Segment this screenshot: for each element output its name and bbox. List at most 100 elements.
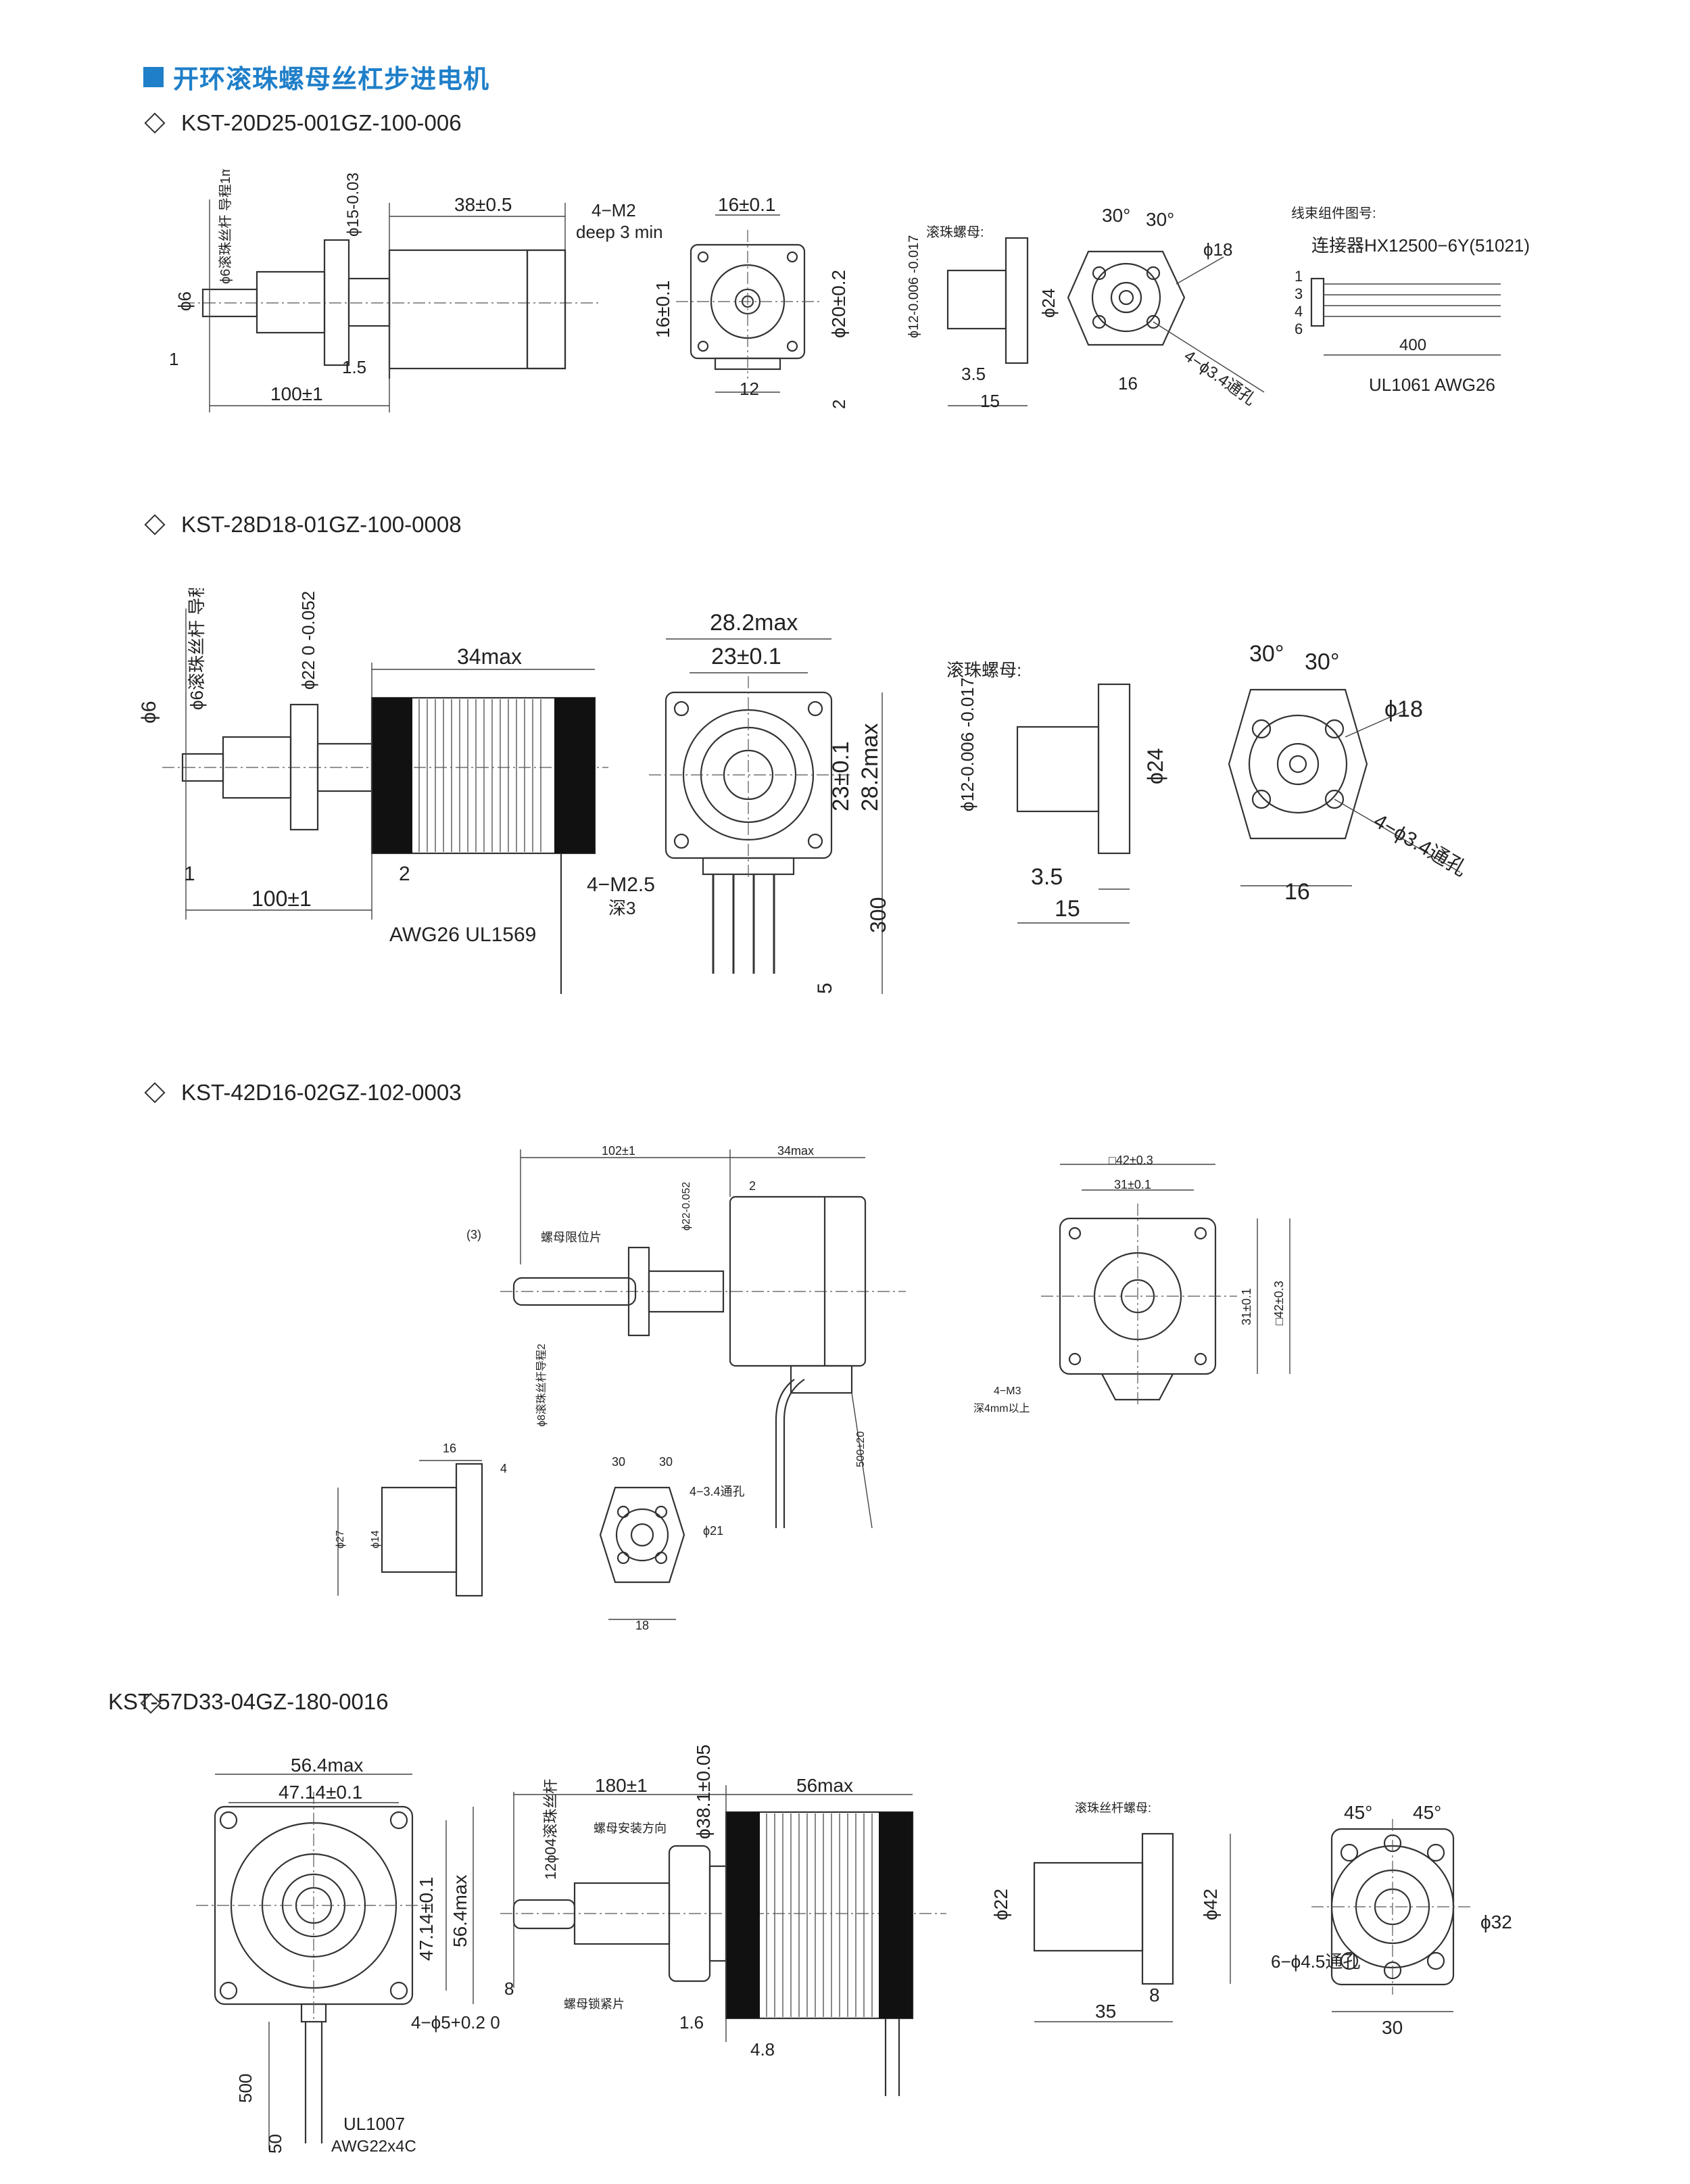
dim-d48: 4.8 [750,2039,775,2060]
wire-pin-6: 6 [1295,321,1303,337]
model-name: KST-57D33-04GZ-180-0016 [108,1689,389,1714]
side-view [162,609,608,994]
dim-w12: 12 [740,379,759,399]
model-label-4: KST-57D33-04GZ-180-0016 [108,1689,389,1715]
dim-wire-len: 500±20 [855,1431,867,1467]
diamond-icon [144,514,166,536]
wire-pin-4: 4 [1295,303,1303,320]
diamond-icon [144,1082,166,1103]
nut-front-view [1311,1819,1474,2012]
dim-sq-max: 56.4max [291,1755,363,1776]
wire-connector: 连接器HX12500−6Y(51021) [1311,235,1530,256]
dim-pilot: ϕ20±0.2 [828,270,849,338]
dim-deep: 深3 [608,898,635,918]
nut-27: ϕ27 [335,1530,346,1548]
dim-d2: 2 [749,1179,756,1193]
model-name: KST-28D18-01GZ-100-0008 [181,512,462,537]
wire-harness [1310,277,1501,356]
nut-15: 15 [980,391,1000,411]
drawing-kst-42d16: 102±1 34max ϕ22-0.052 2 (3) 螺母限位片 ϕ8滚珠丝杆… [335,1144,1290,1632]
dim-sq: 23±0.1 [711,644,781,669]
model-label-3: KST-42D16-02GZ-102-0003 [143,1080,462,1106]
dim-sq-v: 47.14±0.1 [416,1877,437,1961]
nut-ang1: 30 [612,1455,625,1469]
nut-title: 滚珠螺母: [926,224,984,240]
nut-holes: 6−ϕ4.5通孔 [1271,1951,1360,1972]
dim-len-total: 102±1 [602,1144,635,1158]
dim-boss: ϕ22-0.052 [681,1182,692,1231]
dim-wire: UL1007 [343,2114,405,2134]
nut-ang2: 45° [1413,1802,1441,1823]
dim-len-total: 100±1 [270,383,323,404]
nut-holes: 4−3.4通孔 [690,1485,745,1498]
dim-boss: ϕ22 0 -0.052 [298,591,318,690]
dim-sq-max: 28.2max [710,610,798,636]
dim-lead: ϕ8滚珠丝杆导程2 [535,1344,548,1427]
dim-shaft-dia: ϕ6 [174,291,195,311]
dim-sq: 31±0.1 [1114,1178,1151,1191]
side-view [500,1149,906,1529]
dim-d2: 2 [399,863,410,885]
nut-22: ϕ22 [990,1889,1011,1920]
dim-len-total: 100±1 [251,886,312,911]
front-view [196,1774,474,2150]
dim-sq-v-outer: □42±0.3 [1272,1281,1286,1325]
dim-d15: 1.5 [342,357,366,377]
nut-14: ϕ14 [370,1530,381,1548]
nut-flange: ϕ24 [1143,748,1167,784]
nut-w18: 18 [635,1619,649,1632]
dim-sq-v: 31±0.1 [1240,1288,1253,1325]
dim-d50: 50 [265,2134,285,2154]
dim-boss: ϕ15-0.03 [344,172,362,237]
drawing-kst-28d18: ϕ6 ϕ6滚珠丝杆 导程1mm ϕ22 0 -0.052 34max 1 100… [138,588,1470,994]
nut-pcd: ϕ21 [703,1524,723,1538]
front-view [676,214,819,393]
nut-side-view [946,237,1029,406]
dim-wire2: AWG22x4C [331,2137,416,2156]
dim-d8: 8 [504,1978,514,1999]
dim-thread: 4−M2.5 [587,874,655,896]
nut-side-view [337,1460,483,1597]
nut-42: ϕ42 [1200,1889,1221,1920]
nut-pcd: ϕ18 [1384,696,1423,722]
nut-title: 滚珠丝杆螺母: [1075,1801,1151,1815]
nut-flange: ϕ24 [1038,289,1059,318]
dim-thread: 4−M3 [994,1385,1021,1397]
dim-d1: 1 [184,863,195,885]
dim-stop: 螺母锁紧片 [564,1997,625,2011]
nut-pcd: ϕ32 [1480,1912,1512,1932]
dim-len-body: 34max [777,1144,814,1158]
nut-front-view [1228,688,1461,886]
dim-sq-v: 16±0.1 [652,281,673,338]
dim-d3: (3) [466,1228,481,1241]
model-name: KST-20D25-001GZ-100-006 [181,110,462,135]
wire-spec: UL1061 AWG26 [1369,375,1495,395]
nut-front-view [1067,250,1265,393]
dim-d5: 5 [814,982,836,994]
nut-8: 8 [1149,1985,1160,2005]
nut-ang2: 30 [659,1455,673,1469]
nut-16: 16 [443,1442,456,1455]
side-view [183,199,602,412]
dim-len-body: 38±0.5 [454,194,512,215]
nut-35: 3.5 [1031,864,1063,890]
dim-deep: 深4mm以上 [973,1402,1030,1415]
nut-ang1: 45° [1344,1802,1372,1823]
nut-title: 滚珠螺母: [946,660,1021,680]
nut-front-view [599,1486,685,1620]
wire-pin-3: 3 [1295,285,1303,302]
page-header: 开环滚珠螺母丝杠步进电机 [143,58,489,95]
dim-lead: ϕ6滚珠丝杆 导程1mm [187,588,207,710]
dim-len-total: 180±1 [595,1775,648,1796]
drawing-kst-20d25: 38±0.5 100±1 ϕ6 ϕ6滚珠丝杆 导程1mm ϕ15-0.03 1 … [169,169,1530,412]
model-name: KST-42D16-02GZ-102-0003 [181,1080,462,1105]
nut-dia: ϕ12-0.006 -0.017 [907,235,921,338]
nut-dia: ϕ12-0.006 -0.017 [957,678,977,811]
front-view [1041,1164,1290,1406]
nut-ang2: 30° [1146,209,1174,230]
dim-thread: 4−M2 [592,200,636,220]
nut-side-view [1033,1832,1231,2022]
dim-sq-outer: □42±0.3 [1109,1154,1153,1167]
nut-35: 3.5 [961,364,986,384]
dim-sq-v: 23±0.1 [828,741,854,811]
